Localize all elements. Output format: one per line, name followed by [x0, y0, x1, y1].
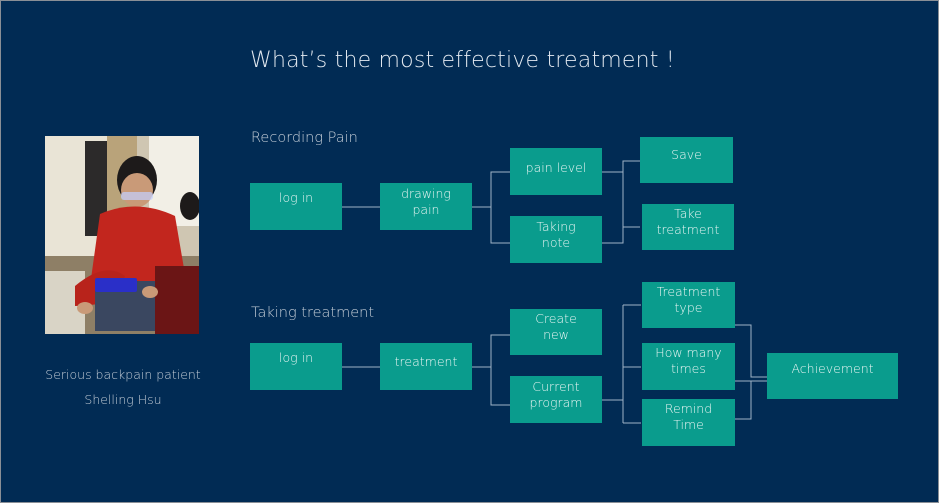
box-treatment-log-in-label: log in	[279, 350, 313, 365]
box-current-program[interactable]: Current program	[510, 376, 602, 423]
box-create-new-label: Create new	[535, 311, 577, 342]
box-treatment-type[interactable]: Treatment type	[642, 282, 735, 328]
box-how-many-times[interactable]: How many times	[642, 343, 735, 390]
box-save-label: Save	[671, 147, 702, 162]
box-save[interactable]: Save	[640, 137, 733, 183]
caption-line-1: Serious backpain patient	[45, 367, 201, 382]
connector-treatment-current	[490, 367, 510, 406]
box-achievement-label: Achievement	[791, 361, 874, 376]
slide-title: What’s the most effective treatment !	[250, 48, 675, 73]
box-drawing-pain[interactable]: drawing pain	[380, 183, 472, 230]
box-recording-log-in[interactable]: log in	[250, 183, 342, 230]
box-achievement[interactable]: Achievement	[767, 353, 898, 399]
box-treatment-type-label: Treatment type	[656, 284, 721, 315]
connector-type-achievement	[735, 324, 767, 378]
box-pain-level[interactable]: pain level	[510, 148, 602, 195]
box-treatment-label: treatment	[394, 354, 458, 369]
box-drawing-pain-label: drawing pain	[401, 186, 451, 217]
connector-remind-achievement	[735, 381, 752, 420]
box-take-treatment-label: Take treatment	[656, 206, 720, 237]
box-taking-note-label: Taking note	[536, 219, 576, 250]
box-current-program-label: Current program	[529, 379, 583, 410]
connector-drawing-painlevel	[472, 171, 510, 208]
section-label-taking-treatment: Taking treatment	[251, 305, 375, 321]
connector-note-take	[602, 226, 640, 244]
box-remind-time-label: Remind Time	[664, 401, 713, 432]
box-recording-log-in-label: log in	[279, 190, 313, 205]
box-take-treatment[interactable]: Take treatment	[642, 204, 734, 250]
box-pain-level-label: pain level	[525, 160, 587, 175]
section-label-recording-pain: Recording Pain	[251, 130, 358, 146]
box-create-new[interactable]: Create new	[510, 309, 602, 355]
caption-line-2: Shelling Hsu	[84, 392, 162, 407]
box-remind-time[interactable]: Remind Time	[642, 399, 735, 446]
connector-painlevel-save	[602, 160, 640, 173]
connector-drawing-note	[490, 207, 510, 244]
box-how-many-times-label: How many times	[655, 345, 722, 376]
box-treatment[interactable]: treatment	[380, 343, 472, 390]
photo-icon	[45, 136, 199, 334]
box-treatment-log-in[interactable]: log in	[250, 343, 342, 390]
box-taking-note[interactable]: Taking note	[510, 216, 602, 263]
patient-photo	[45, 136, 199, 334]
connector-treatment-create	[472, 334, 510, 368]
